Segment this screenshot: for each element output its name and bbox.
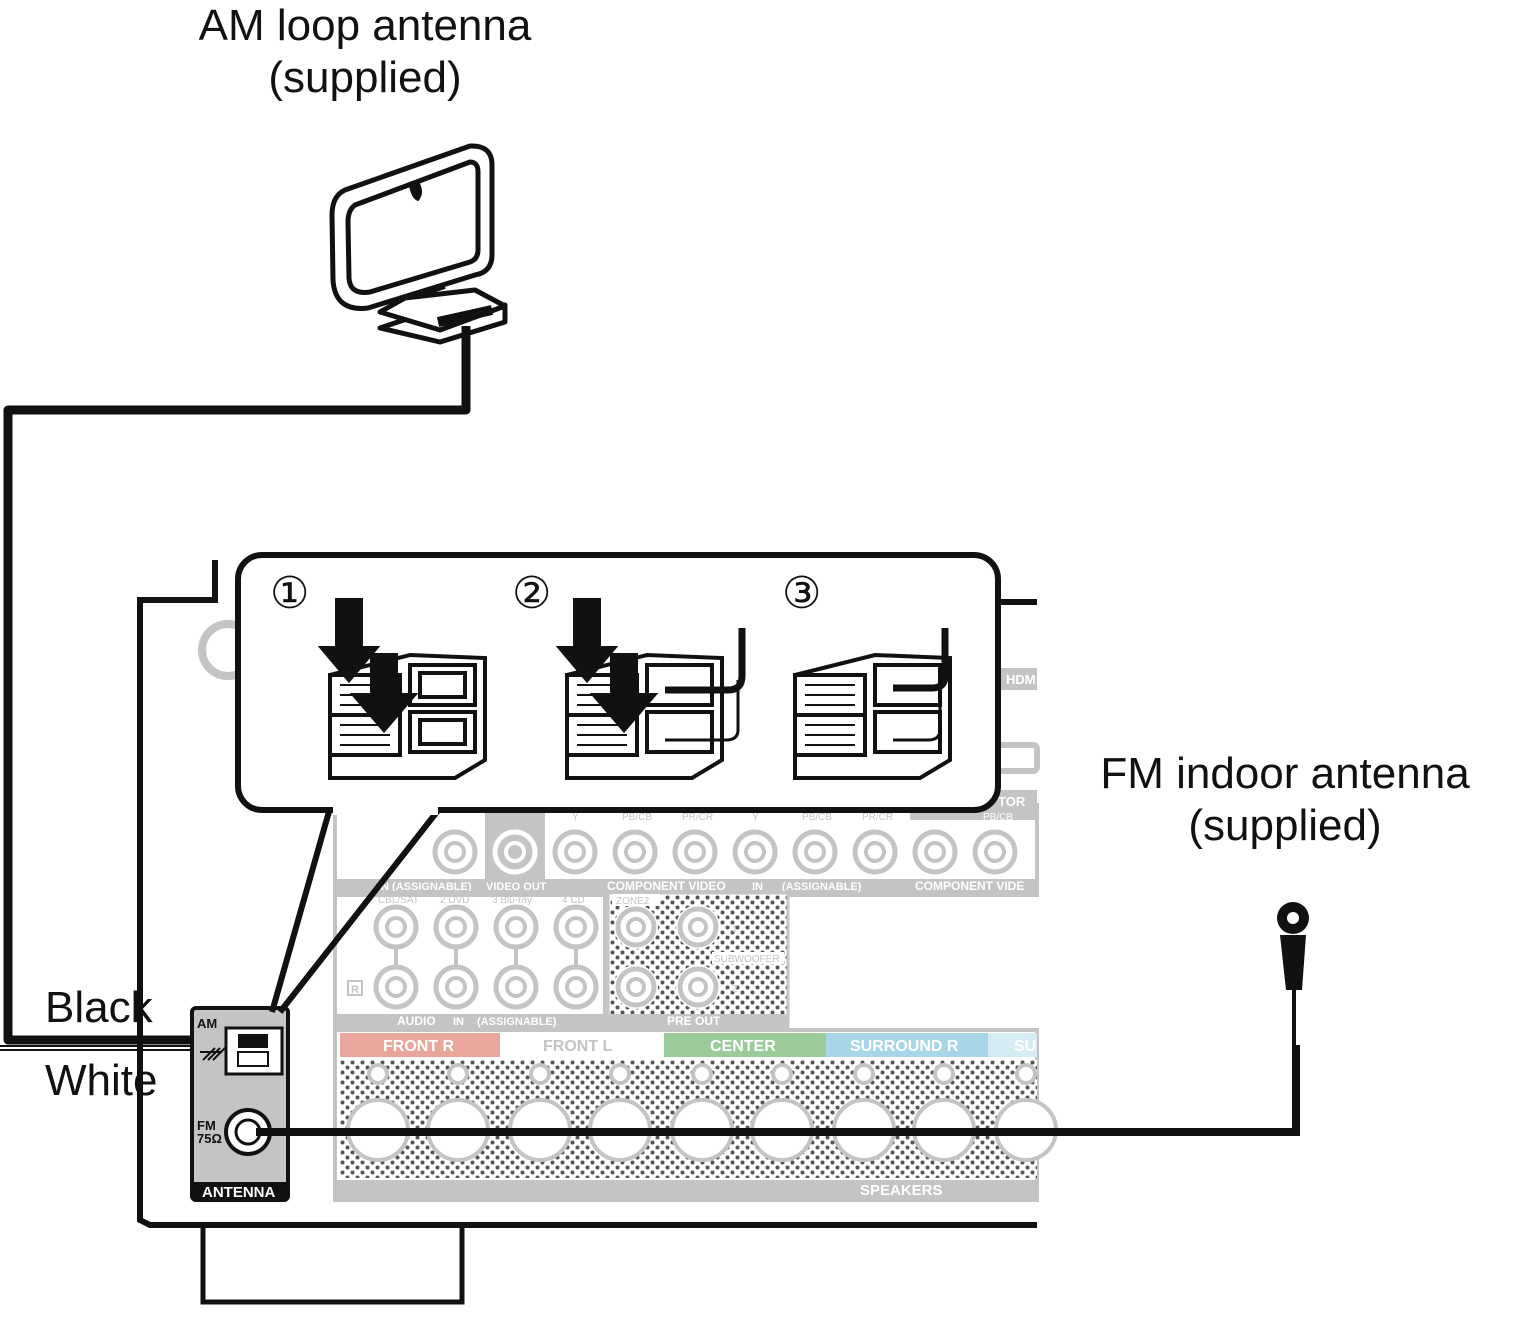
- audio-label: AUDIO: [397, 1014, 436, 1028]
- fm-ohm-label: 75Ω: [197, 1131, 222, 1146]
- pre-out-jacks: [614, 905, 720, 1009]
- am-terminal-label: AM: [197, 1016, 217, 1031]
- monitor-label: TOR: [998, 794, 1026, 809]
- ground-icon: [200, 1047, 226, 1061]
- step-1-label: ①: [270, 569, 309, 618]
- white-wire-label: White: [45, 1056, 158, 1105]
- su-band: [988, 1033, 1037, 1057]
- speakers-title: SPEAKERS: [860, 1182, 943, 1199]
- am-antenna-label: AM loop antenna (supplied): [170, 0, 560, 104]
- antenna-title: ANTENNA: [202, 1184, 275, 1201]
- component-jacks: [432, 829, 1018, 875]
- fm-terminal-label: FM: [197, 1118, 216, 1133]
- pbcb-label-1: PB/CB: [622, 812, 652, 823]
- front-r-label: FRONT R: [383, 1038, 455, 1055]
- prcr-label-1: PR/CR: [682, 812, 713, 823]
- su-label: SU: [1014, 1038, 1036, 1055]
- step-2-label: ②: [512, 569, 551, 618]
- black-wire-label: Black: [45, 983, 153, 1032]
- step-1-terminal: [317, 598, 487, 780]
- pbcb-label-2: PB/CB: [802, 812, 832, 823]
- audio-jacks: [373, 904, 599, 1010]
- subwoofer-label: SUBWOOFER: [714, 954, 780, 965]
- antenna-terminal-panel: ANTENNA AM FM 75Ω: [190, 1006, 290, 1202]
- center-band: [664, 1033, 826, 1057]
- component-vide-label: COMPONENT VIDE: [915, 879, 1024, 893]
- component-video-label: COMPONENT VIDEO: [607, 879, 726, 893]
- am-antenna-line1: AM loop antenna: [198, 1, 532, 50]
- receiver-rear-panel: HDM TOR PB/CB PB/CB PR/CR PB/CB PR/CR Y …: [137, 560, 1058, 1305]
- subwoofer-1-label: 1: [732, 924, 738, 935]
- speaker-terminals: [346, 1063, 1058, 1162]
- fm-indoor-antenna: [256, 902, 1309, 1136]
- fm-antenna-label: FM indoor antenna (supplied): [1075, 748, 1495, 852]
- center-label: CENTER: [710, 1038, 776, 1055]
- callout-box: ① ② ③: [235, 552, 1001, 1014]
- am-antenna-line2: (supplied): [268, 53, 462, 102]
- step-3-label: ③: [782, 569, 821, 618]
- y-label-1: Y: [572, 812, 579, 823]
- zone2-label: ZONE2: [616, 896, 650, 907]
- y-label-3: Y: [933, 812, 940, 823]
- cbl-sat-label: CBL/SAT: [378, 895, 419, 906]
- fm-antenna-line1: FM indoor antenna: [1100, 749, 1470, 798]
- audio-r-mark: R: [351, 984, 359, 996]
- audio-in-label: IN: [453, 1016, 464, 1028]
- am-loop-antenna: [3, 143, 508, 1045]
- fm-antenna-line2: (supplied): [1188, 801, 1382, 850]
- pre-out-label: PRE OUT: [667, 1014, 721, 1028]
- audio-assignable-label: (ASSIGNABLE): [477, 1016, 557, 1028]
- cd-label: 4 CD: [562, 895, 585, 906]
- front-l-label: FRONT L: [543, 1038, 613, 1055]
- subwoofer-2-label: 2: [732, 984, 738, 995]
- step-2-terminal: [555, 598, 746, 780]
- video-out-label: VIDEO OUT: [486, 881, 547, 893]
- front-r-band: [340, 1033, 500, 1057]
- surround-r-label: SURROUND R: [850, 1038, 959, 1055]
- assignable-in-label: IN (ASSIGNABLE): [378, 881, 472, 893]
- bluray-label: 3 Blu-ray: [492, 895, 532, 906]
- prcr-label-2: PR/CR: [862, 812, 893, 823]
- dvd-label: 2 DVD: [440, 895, 469, 906]
- surround-r-band: [826, 1033, 988, 1057]
- y-label-2: Y: [752, 812, 759, 823]
- component-in-label: IN: [752, 881, 763, 893]
- component-assignable-label: (ASSIGNABLE): [782, 881, 862, 893]
- monitor-pbcb-label: PB/CB: [983, 812, 1013, 823]
- step-3-terminal: [793, 628, 952, 780]
- hdmi-label: HDM: [1006, 672, 1036, 687]
